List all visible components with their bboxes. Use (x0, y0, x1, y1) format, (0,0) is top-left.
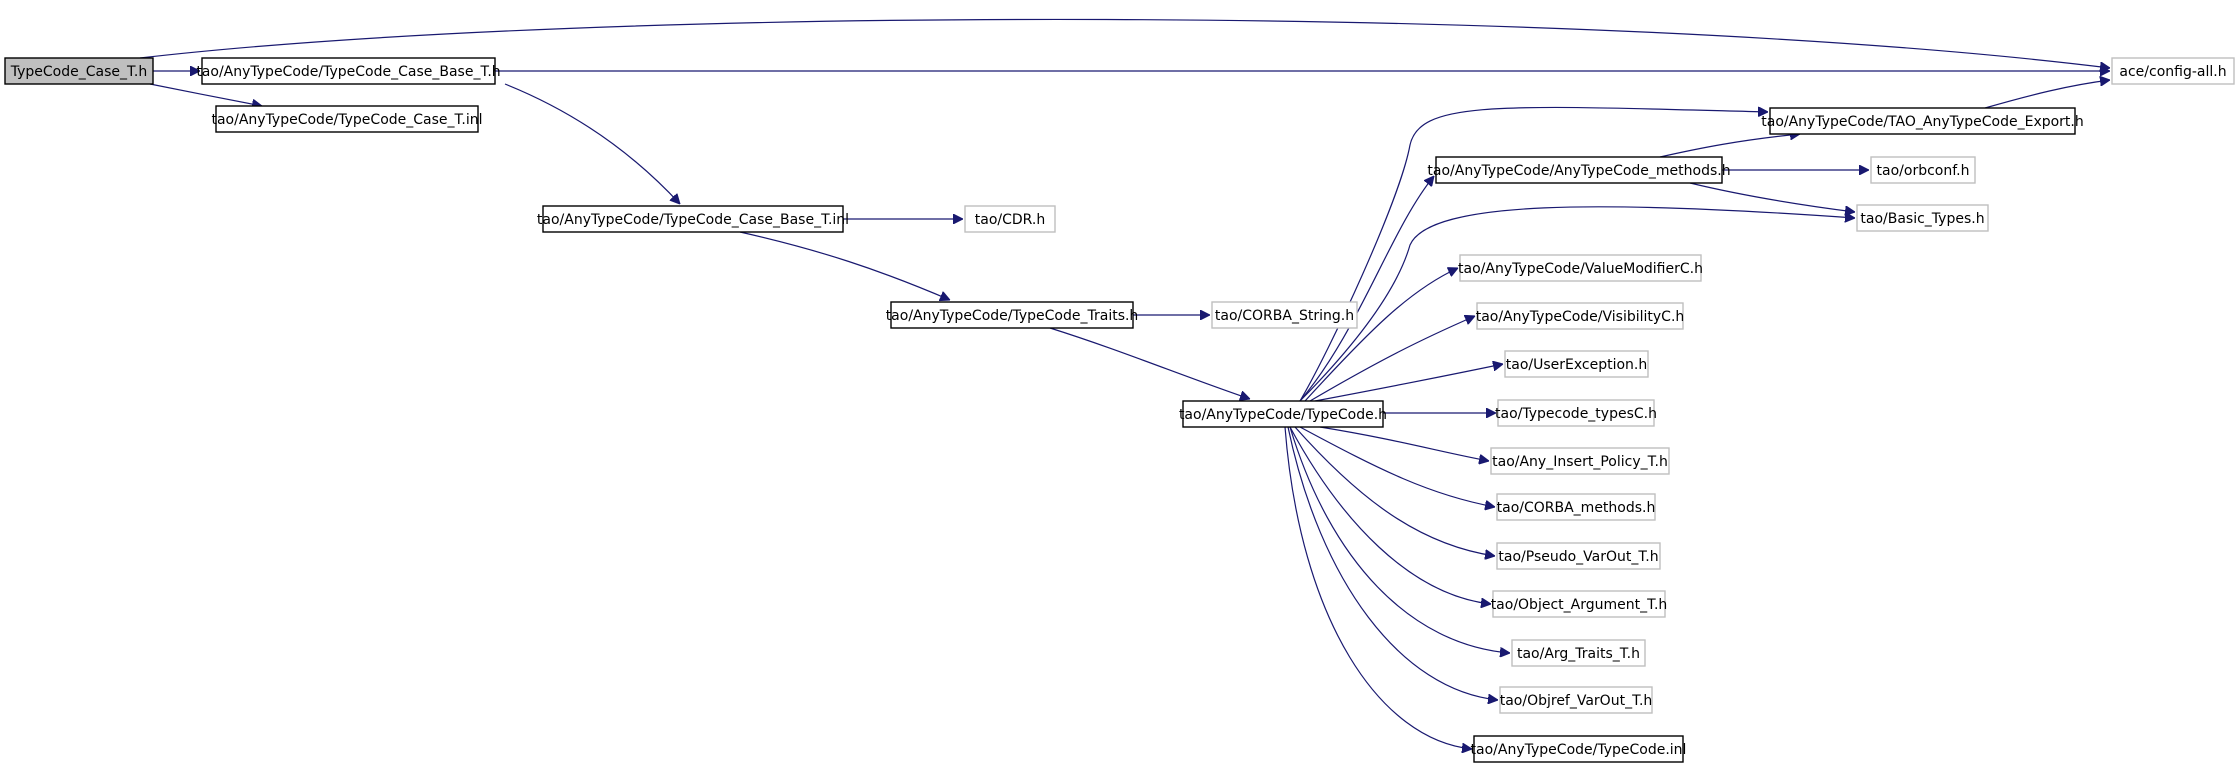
edge-typecode_h-to-userexc (1314, 364, 1503, 402)
node-label: tao/Typecode_typesC.h (1495, 406, 1657, 422)
node-box (1769, 107, 2076, 135)
node-label: tao/UserException.h (1506, 357, 1647, 373)
node-box (215, 105, 479, 133)
edge-typecode_h-to-basic_types (1299, 206, 1855, 402)
node-corba-string: tao/CORBA_String.h (1211, 301, 1358, 329)
node-case-base-h[interactable]: tao/AnyTypeCode/TypeCode_Case_Base_T.h (196, 57, 501, 85)
node-box (2111, 57, 2235, 85)
node-label: tao/Basic_Types.h (1860, 211, 1984, 227)
node-cdr: tao/CDR.h (964, 205, 1056, 233)
node-label: tao/AnyTypeCode/TypeCode_Traits.h (886, 308, 1139, 324)
edge-methods-to-export (1659, 134, 1800, 158)
node-label: TypeCode_Case_T.h (10, 64, 147, 80)
node-box (1211, 301, 1358, 329)
node-label: tao/AnyTypeCode/TypeCode_Case_T.inl (211, 112, 482, 128)
node-box (1459, 254, 1702, 282)
edge-root-to-case_inl (149, 83, 262, 106)
edge-case_base_inl-to-traits (739, 231, 950, 300)
node-box (201, 57, 496, 85)
edge-typecode_h-to-visibility (1309, 316, 1475, 402)
node-orbconf: tao/orbconf.h (1870, 156, 1976, 184)
edge-typecode_h-to-corba_methods (1299, 426, 1495, 507)
edge-traits-to-typecode_h (1049, 327, 1250, 399)
node-box (1511, 639, 1646, 667)
edge-typecode_h-to-any_insert (1319, 426, 1489, 461)
node-box (964, 205, 1056, 233)
node-box (1870, 156, 1976, 184)
node-arg-traits: tao/Arg_Traits_T.h (1511, 639, 1646, 667)
node-box (1492, 590, 1666, 618)
node-box (890, 301, 1134, 329)
node-label: tao/AnyTypeCode/TypeCode.h (1179, 407, 1387, 423)
edge-export-to-config_all (1984, 80, 2110, 109)
node-export[interactable]: tao/AnyTypeCode/TAO_AnyTypeCode_Export.h (1761, 107, 2084, 135)
node-label: tao/AnyTypeCode/TypeCode.inl (1471, 742, 1687, 758)
node-label: ace/config-all.h (2119, 64, 2226, 80)
node-box (1182, 400, 1384, 428)
node-box (1496, 493, 1656, 521)
node-label: tao/Any_Insert_Policy_T.h (1492, 454, 1668, 470)
nodes-layer: TypeCode_Case_T.h tao/AnyTypeCode/TypeCod… (4, 57, 2235, 763)
node-label: tao/AnyTypeCode/TAO_AnyTypeCode_Export.h (1761, 114, 2084, 130)
node-box (1473, 735, 1684, 763)
node-root[interactable]: TypeCode_Case_T.h (4, 57, 154, 85)
node-pseudo-varout: tao/Pseudo_VarOut_T.h (1496, 542, 1661, 570)
node-label: tao/AnyTypeCode/TypeCode_Case_Base_T.h (196, 64, 500, 80)
node-box (1496, 542, 1661, 570)
edge-typecode_h-to-methods (1299, 176, 1434, 402)
node-label: tao/CDR.h (975, 212, 1045, 228)
edge-typecode_h-to-valuemod (1304, 268, 1458, 402)
node-object-arg: tao/Object_Argument_T.h (1491, 590, 1668, 618)
node-valuemod: tao/AnyTypeCode/ValueModifierC.h (1458, 254, 1703, 282)
node-methods[interactable]: tao/AnyTypeCode/AnyTypeCode_methods.h (1427, 156, 1731, 184)
node-case-base-inl[interactable]: tao/AnyTypeCode/TypeCode_Case_Base_T.inl (537, 205, 849, 233)
node-basic-types: tao/Basic_Types.h (1856, 204, 1989, 232)
node-userexc: tao/UserException.h (1504, 350, 1649, 378)
edges-layer (139, 18, 2110, 749)
node-box (1435, 156, 1723, 184)
node-typecode-inl[interactable]: tao/AnyTypeCode/TypeCode.inl (1471, 735, 1687, 763)
node-objref-varout: tao/Objref_VarOut_T.h (1499, 686, 1653, 714)
node-label: tao/CORBA_methods.h (1497, 500, 1656, 516)
node-corba-methods: tao/CORBA_methods.h (1496, 493, 1656, 521)
node-label: tao/AnyTypeCode/VisibilityC.h (1476, 309, 1685, 325)
node-traits[interactable]: tao/AnyTypeCode/TypeCode_Traits.h (886, 301, 1139, 329)
edge-typecode_h-to-pseudo_varout (1294, 426, 1495, 556)
node-any-insert: tao/Any_Insert_Policy_T.h (1490, 447, 1670, 475)
node-box (1490, 447, 1670, 475)
node-label: tao/Pseudo_VarOut_T.h (1498, 549, 1658, 565)
node-box (1856, 204, 1989, 232)
node-box (4, 57, 154, 85)
node-label: tao/Objref_VarOut_T.h (1500, 693, 1653, 709)
node-box (1476, 302, 1684, 330)
node-typecode-types: tao/Typecode_typesC.h (1495, 399, 1657, 427)
node-label: tao/CORBA_String.h (1215, 308, 1354, 324)
node-box (542, 205, 844, 233)
node-label: tao/AnyTypeCode/ValueModifierC.h (1458, 261, 1703, 277)
node-label: tao/Arg_Traits_T.h (1517, 646, 1640, 662)
edge-root-to-config_all (139, 18, 2110, 68)
edge-case_base_h-to-case_base_inl (504, 83, 680, 204)
node-visibility: tao/AnyTypeCode/VisibilityC.h (1476, 302, 1685, 330)
node-box (1504, 350, 1649, 378)
edge-typecode_h-to-objref_varout (1287, 426, 1498, 700)
node-box (1497, 399, 1655, 427)
edge-typecode_h-to-typecode_inl (1284, 426, 1472, 749)
edge-typecode_h-to-object_arg (1289, 426, 1491, 604)
node-typecode-h[interactable]: tao/AnyTypeCode/TypeCode.h (1179, 400, 1387, 428)
node-config-all: ace/config-all.h (2111, 57, 2235, 85)
node-box (1499, 686, 1653, 714)
edge-methods-to-basic_types (1689, 182, 1855, 212)
node-label: tao/orbconf.h (1877, 163, 1970, 179)
edge-typecode_h-to-arg_traits (1289, 426, 1510, 653)
node-case-inl[interactable]: tao/AnyTypeCode/TypeCode_Case_T.inl (211, 105, 483, 133)
node-label: tao/Object_Argument_T.h (1491, 597, 1668, 613)
node-label: tao/AnyTypeCode/TypeCode_Case_Base_T.inl (537, 212, 849, 228)
node-label: tao/AnyTypeCode/AnyTypeCode_methods.h (1427, 163, 1730, 179)
